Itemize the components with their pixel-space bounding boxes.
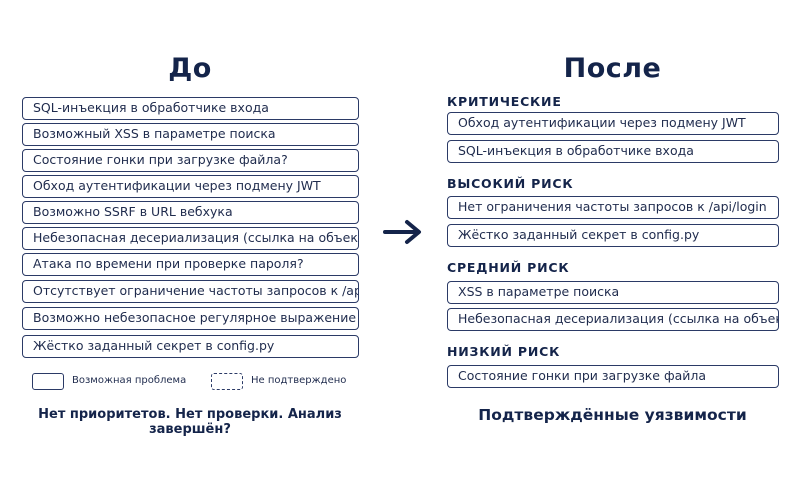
category-title-high: ВЫСОКИЙ РИСК (447, 176, 574, 191)
page-title-after: После (563, 53, 662, 84)
finding-item: Небезопасная десериализация (ссылка на о… (447, 308, 779, 331)
finding-item: XSS в параметре поиска (447, 281, 779, 304)
finding-item: Атака по времени при проверке пароля? (22, 253, 359, 276)
finding-item: SQL-инъекция в обработчике входа (22, 97, 359, 120)
finding-item: SQL-инъекция в обработчике входа (447, 140, 779, 163)
legend-solid-swatch (32, 373, 64, 390)
before-caption: Нет приоритетов. Нет проверки. Анализ за… (38, 407, 342, 437)
finding-item: Возможный XSS в параметре поиска (22, 123, 359, 146)
page-title-before: До (168, 53, 212, 84)
category-title-critical: КРИТИЧЕСКИЕ (447, 94, 562, 109)
legend-dashed-label: Не подтверждено (251, 375, 347, 386)
finding-item: Обход аутентификации через подмену JWT (22, 175, 359, 198)
finding-item: Жёстко заданный секрет в config.py (447, 224, 779, 247)
category-title-low: НИЗКИЙ РИСК (447, 344, 561, 359)
finding-item: Обход аутентификации через подмену JWT (447, 112, 779, 135)
legend-dashed-swatch (211, 373, 243, 390)
finding-item: Небезопасная десериализация (ссылка на о… (22, 227, 359, 250)
legend-solid-label: Возможная проблема (72, 375, 187, 386)
category-title-medium: СРЕДНИЙ РИСК (447, 260, 570, 275)
arrow-right-icon (383, 220, 421, 244)
finding-item: Состояние гонки при загрузке файла? (22, 149, 359, 172)
finding-item: Жёстко заданный секрет в config.py (22, 335, 359, 358)
finding-item: Нет ограничения частоты запросов к /api/… (447, 196, 779, 219)
finding-item: Возможно небезопасное регулярное выражен… (22, 307, 359, 330)
after-caption: Подтверждённые уязвимости (478, 406, 747, 424)
finding-item: Состояние гонки при загрузке файла (447, 365, 779, 388)
finding-item: Отсутствует ограничение частоты запросов… (22, 280, 359, 303)
finding-item: Возможно SSRF в URL вебхука (22, 201, 359, 224)
